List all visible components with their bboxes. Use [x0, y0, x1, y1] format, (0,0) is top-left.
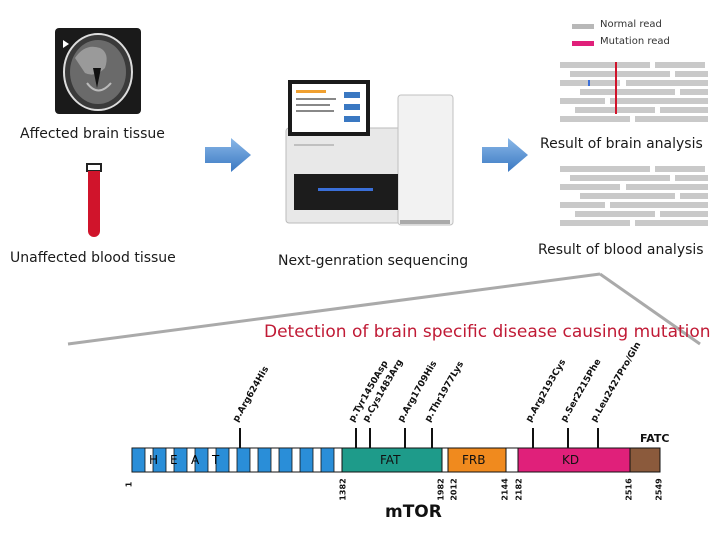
blood-reads-alignment	[560, 166, 708, 226]
brain-tissue-label: Affected brain tissue	[20, 126, 165, 142]
heat-letter: E	[170, 453, 178, 467]
sequencer-machine-image	[285, 80, 454, 226]
position-label: 2182	[514, 478, 524, 501]
heat-letter: A	[191, 453, 200, 467]
position-label: 2516	[624, 478, 634, 501]
domain-fatc-label: FATC	[640, 432, 670, 445]
arrow-right-icon	[482, 138, 528, 172]
detection-title: Detection of brain specific disease caus…	[264, 322, 711, 342]
blood-result-label: Result of blood analysis	[538, 242, 704, 258]
brain-result-label: Result of brain analysis	[540, 136, 703, 152]
blood-tissue-label: Unaffected blood tissue	[10, 250, 176, 266]
position-label: 1982	[436, 478, 446, 501]
legend-swatch-mutation	[572, 41, 594, 46]
arrow-right-icon	[205, 138, 251, 172]
position-label: 1	[124, 481, 134, 488]
domain-kd-label: KD	[562, 453, 580, 467]
legend-swatch-normal	[572, 24, 594, 29]
blood-tube-icon	[88, 171, 100, 237]
position-label: 1382	[338, 478, 348, 501]
position-label: 2549	[654, 478, 664, 501]
heat-letter: T	[212, 453, 220, 467]
mtor-protein-label: mTOR	[385, 502, 442, 522]
brain-mri-image	[55, 28, 141, 114]
legend-mutation-read: Mutation read	[600, 36, 670, 47]
brain-reads-alignment	[560, 62, 708, 122]
domain-frb-label: FRB	[462, 453, 486, 467]
domain-fat-label: FAT	[380, 453, 401, 467]
sequencing-label: Next-genration sequencing	[278, 253, 469, 269]
heat-letter: H	[149, 453, 159, 467]
position-label: 2012	[449, 478, 459, 501]
legend-normal-read: Normal read	[600, 19, 662, 30]
position-label: 2144	[500, 478, 510, 501]
